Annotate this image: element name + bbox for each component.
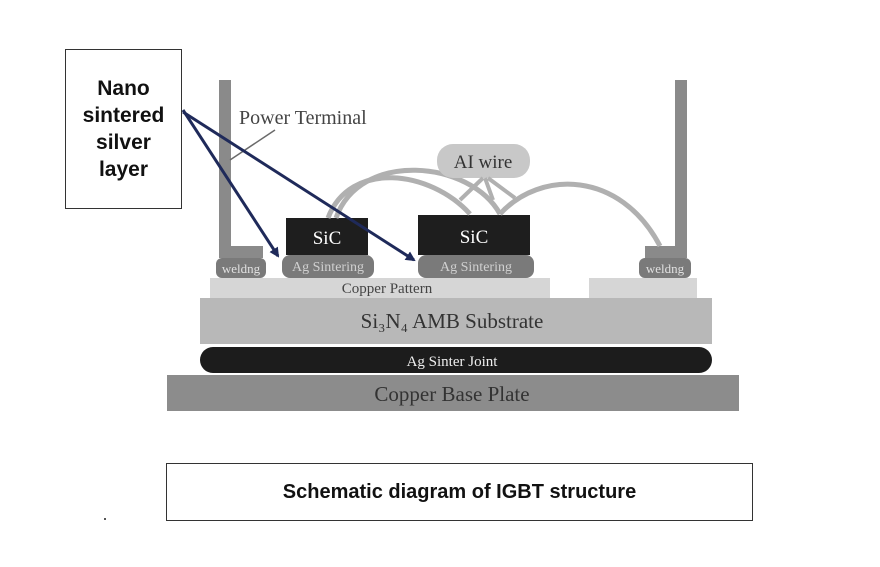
al-wires <box>325 167 663 248</box>
power-terminal-right <box>675 80 687 258</box>
ag-sinter-joint <box>200 347 712 373</box>
al-wire-pointers <box>458 176 517 202</box>
callout-text: Nano sintered silver layer <box>82 77 165 181</box>
power-terminal-left-foot <box>219 246 263 258</box>
sic-right-label: SiC <box>460 227 489 248</box>
weld-left <box>216 258 266 278</box>
sic-die-right <box>418 215 530 255</box>
sic-left-label: SiC <box>313 228 342 249</box>
copper-pattern-right <box>589 278 697 298</box>
copper-base-plate <box>167 375 739 411</box>
al-wire-callout <box>437 144 530 178</box>
base-plate-label: Copper Base Plate <box>374 382 529 406</box>
weld-left-label: weldng <box>222 261 261 276</box>
ag-sintering-right <box>418 255 534 278</box>
caption-box: Schematic diagram of IGBT structure <box>166 463 753 521</box>
ag-sintering-left <box>282 255 374 278</box>
power-terminal-right-foot <box>645 246 687 258</box>
caption-text: Schematic diagram of IGBT structure <box>282 480 637 503</box>
al-wire-label: AI wire <box>454 152 513 173</box>
callout-arrow-left <box>181 109 280 258</box>
si3n4-substrate <box>200 298 712 344</box>
sic-die-left <box>286 218 368 255</box>
ag-sintering-right-label: Ag Sintering <box>440 260 512 275</box>
power-terminal-label: Power Terminal <box>239 107 367 129</box>
ag-sintering-left-label: Ag Sintering <box>292 260 364 275</box>
stray-dot <box>104 518 106 520</box>
nano-silver-callout-box: Nano sintered silver layer <box>65 49 182 209</box>
weld-right-label: weldng <box>646 261 685 276</box>
callout-arrow-right <box>182 110 416 262</box>
power-terminal-leader <box>229 129 276 161</box>
power-terminal-left <box>219 80 231 258</box>
weld-right <box>639 258 691 278</box>
copper-pattern-left <box>210 278 550 298</box>
substrate-label: Si₃N₄ AMB Substrate <box>361 309 544 333</box>
al-wire-1 <box>325 175 472 219</box>
al-wire-3 <box>498 181 663 248</box>
copper-pattern-label: Copper Pattern <box>342 281 433 297</box>
ag-sinter-joint-label: Ag Sinter Joint <box>407 354 499 370</box>
al-wire-2 <box>333 167 503 219</box>
